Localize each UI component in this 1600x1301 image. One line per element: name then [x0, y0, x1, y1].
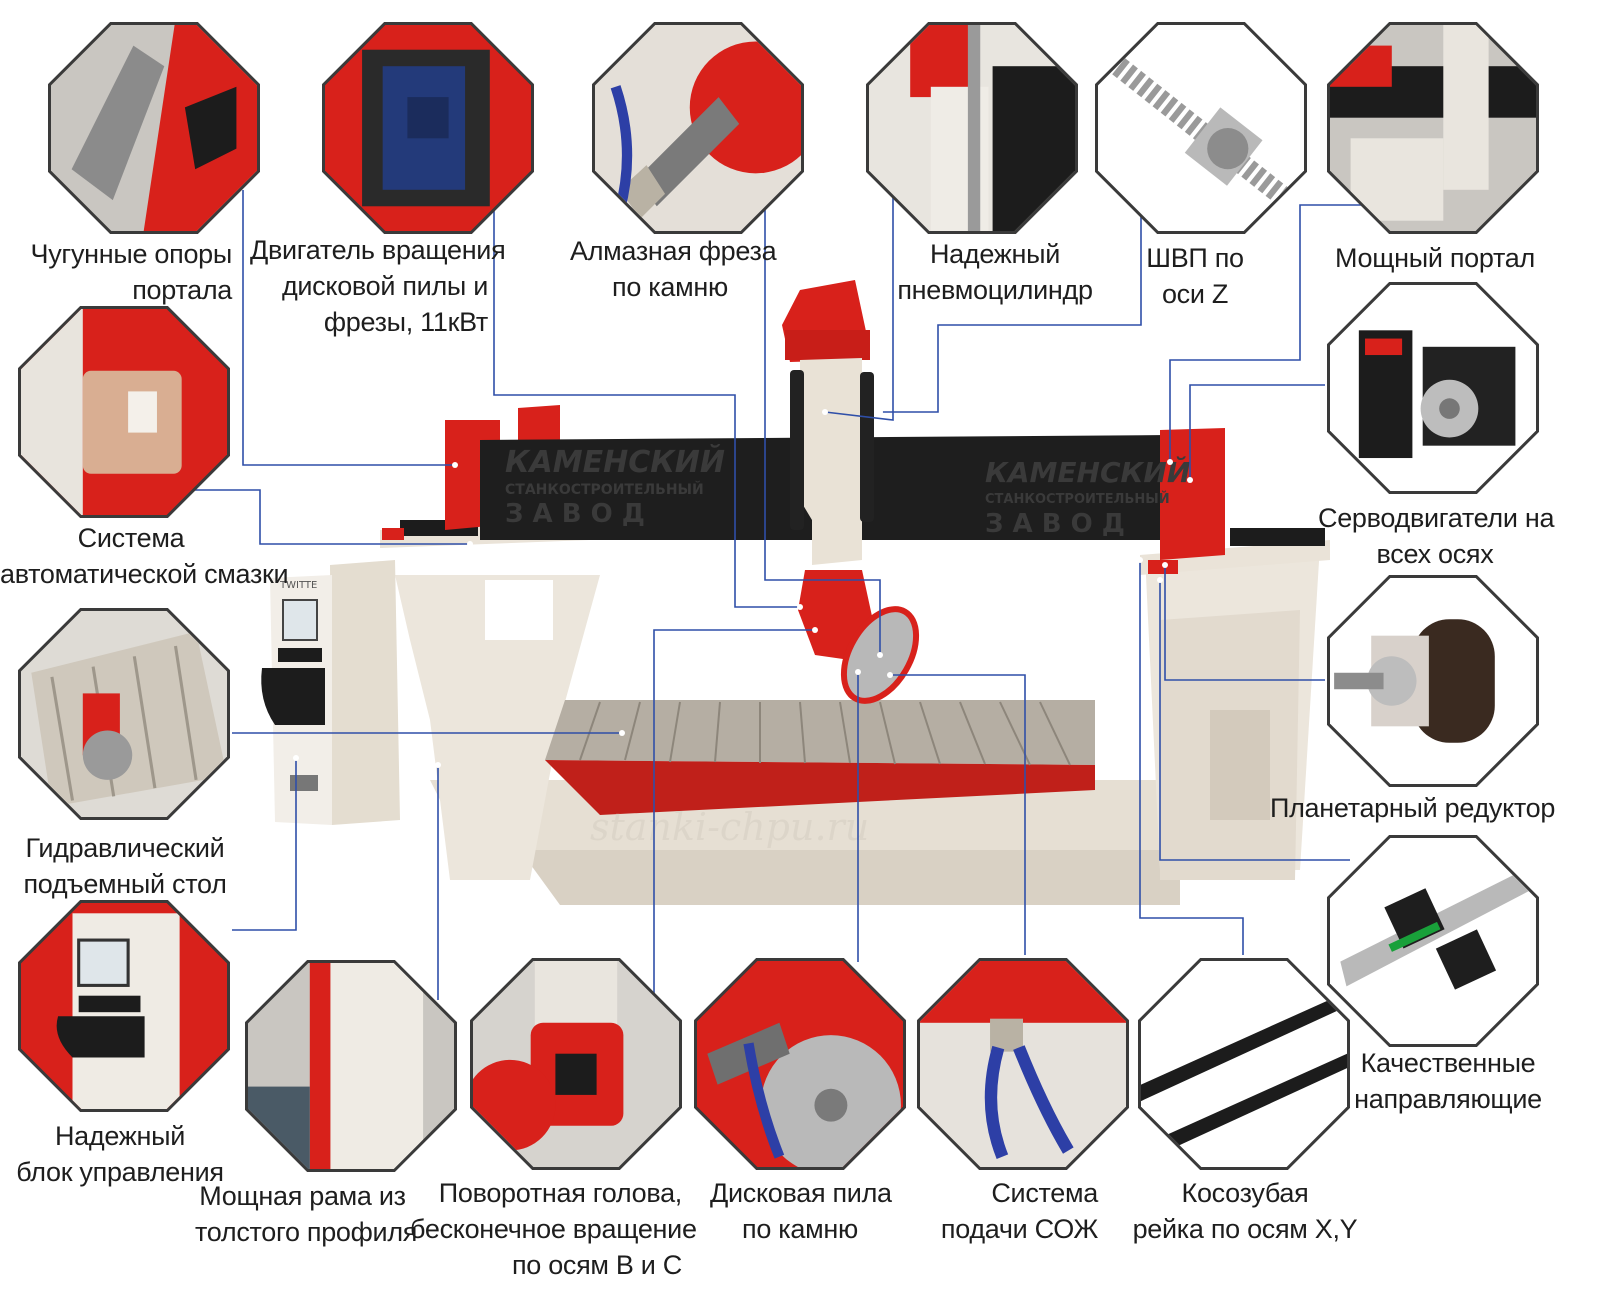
leader-rotary — [653, 629, 815, 1000]
console-brand: TWITTE — [279, 580, 317, 591]
label-portal: Мощный портал — [1335, 243, 1535, 273]
right-rail — [1140, 540, 1330, 575]
helical-rack-icon — [1138, 958, 1350, 1170]
hydraulic-table-icon — [18, 608, 230, 820]
servo-motor-icon — [1327, 282, 1539, 494]
leader-portal — [1169, 204, 1430, 462]
steel-frame-icon — [245, 960, 457, 1172]
watermark: stanki-chpu.ru — [590, 805, 869, 849]
leader-cylinder — [824, 185, 894, 421]
lubrication-tank-icon — [18, 306, 230, 518]
leader-guides — [1159, 580, 1350, 861]
ball-screw-icon — [1095, 22, 1307, 234]
cast-iron-support-icon — [48, 22, 260, 234]
control-cabinet-icon — [18, 900, 230, 1112]
rotary-head-icon — [470, 958, 682, 1170]
leader-coolant — [890, 674, 1026, 955]
diamond-cutter-icon — [592, 22, 804, 234]
leader-ballscrew — [880, 190, 1142, 413]
gantry-brand-3: З А В О Д — [505, 499, 645, 529]
pneumatic-cylinder-icon — [866, 22, 1078, 234]
gantry-portal-icon — [1327, 22, 1539, 234]
gantry-brand-2: СТАНКОСТРОИТЕЛЬНЫЙ — [505, 481, 704, 498]
gantry-brand-1: КАМЕНСКИЙ — [505, 444, 725, 480]
leader-cast-iron — [242, 190, 455, 466]
gantry-beam: КАМЕНСКИЙ СТАНКОСТРОИТЕЛЬНЫЙ З А В О Д К… — [445, 405, 1225, 560]
linear-guide-icon — [1327, 835, 1539, 1047]
z-axis-column — [782, 280, 920, 704]
machine-base-frame — [395, 545, 1320, 905]
leader-motor — [493, 200, 800, 608]
circular-saw-icon — [694, 958, 906, 1170]
leader-control — [232, 758, 297, 931]
planetary-gearbox-icon — [1327, 575, 1539, 787]
leader-lubrication — [145, 489, 470, 545]
control-console: TWITTE — [261, 560, 400, 825]
leader-gearbox — [1164, 565, 1325, 681]
svg-text:КАМЕНСКИЙ: КАМЕНСКИЙ — [985, 455, 1190, 489]
svg-text:СТАНКОСТРОИТЕЛЬНЫЙ: СТАНКОСТРОИТЕЛЬНЫЙ — [985, 491, 1170, 507]
leader-rack — [1139, 560, 1244, 955]
svg-text:З А В О Д: З А В О Д — [985, 509, 1125, 539]
worktable — [545, 700, 1095, 815]
leader-servo — [1189, 384, 1325, 480]
label-gearbox: Планетарный редуктор — [1270, 793, 1556, 823]
spindle-motor-icon — [322, 22, 534, 234]
coolant-nozzle-icon — [917, 958, 1129, 1170]
